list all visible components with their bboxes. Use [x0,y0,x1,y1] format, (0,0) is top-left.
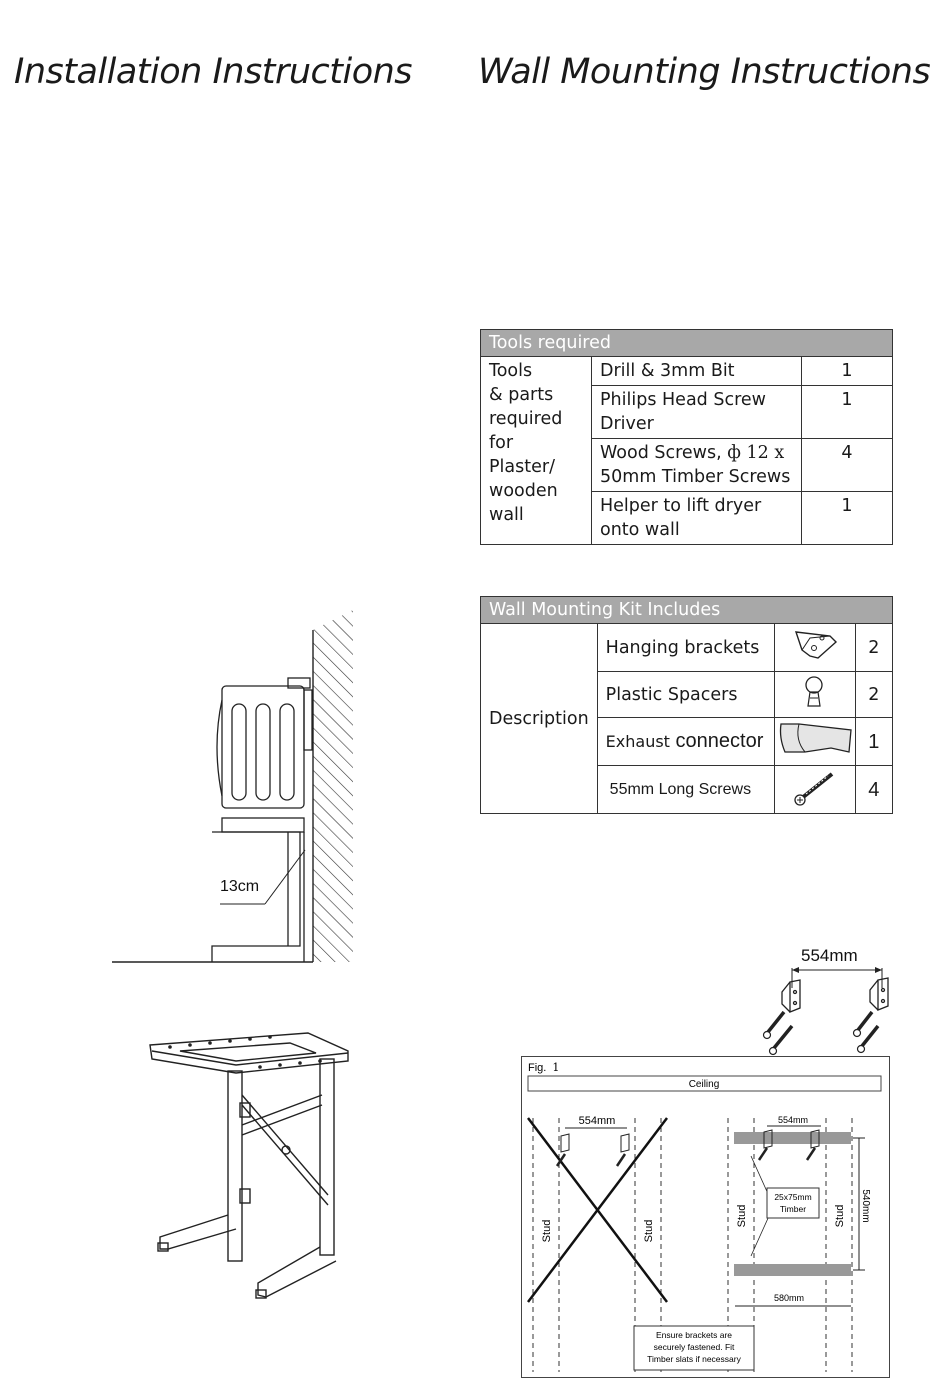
note-line: Ensure brackets are [656,1330,732,1340]
kit-table: Wall Mounting Kit Includes Description H… [480,596,894,814]
timber-label: 25x75mm [774,1192,811,1202]
bracket-icon [869,977,889,1011]
tools-table: Tools required Tools & parts required fo… [480,329,893,545]
stud-label: Stud [643,1220,655,1243]
height-label: 540mm [860,1189,871,1222]
dryer-icon [216,677,313,809]
kit-item: 55mm Long Screws [596,765,775,814]
bracket-spacing-label: 554mm [801,946,858,965]
tools-qty: 4 [801,438,893,492]
tools-item: Wood Screws, ф 12 x 50mm Timber Screws [591,438,802,492]
kit-item: Hanging brackets [596,623,775,672]
bracket-icon [773,623,856,672]
tools-table-header: Tools required [480,329,893,357]
kit-item-part: connector [675,730,764,752]
kit-item: Exhaust connector [596,717,775,766]
tools-item: Philips Head Screw Driver [591,385,802,439]
stud-label: Stud [834,1205,846,1228]
tools-item-part: Wood Screws, [600,443,728,463]
ceiling-label: Ceiling [689,1079,720,1090]
spacer-icon [773,671,856,718]
stand-frame-diagram [149,1032,349,1299]
tools-item: Helper to lift dryer onto wall [591,491,802,545]
tools-qty: 1 [801,356,893,386]
tools-qty: 1 [801,385,893,439]
tools-group-label: Tools & parts required for Plaster/ wood… [480,356,592,545]
side-view-diagram: 13cm [112,610,353,963]
timber-label: Timber [780,1204,806,1214]
kit-qty: 2 [854,671,894,718]
kit-item-part: Hanging [605,637,679,658]
bracket-spacing-diagram: 554mm [762,946,889,1056]
screw-icon [773,765,856,814]
kit-group-label: Description [480,623,598,814]
exhaust-connector-icon [773,717,856,766]
wall-mounting-heading: Wall Mounting Instructions [478,52,931,92]
kit-qty: 4 [854,765,894,814]
kit-item-part: brackets [684,637,760,658]
stud-label: Stud [736,1205,748,1228]
tools-item: Drill & 3mm Bit [591,356,802,386]
note-line: Timber slats if necessary [647,1354,741,1364]
wall-icon [312,610,353,962]
kit-qty: 1 [854,717,894,766]
note-line: securely fastened. Fit [654,1342,735,1352]
installation-heading: Installation Instructions [14,52,413,92]
bracket-icon [781,979,801,1013]
stud-label: Stud [541,1220,553,1243]
left-spacing-label: 554mm [579,1115,616,1127]
stand-icon [211,817,305,962]
clearance-label: 13cm [220,878,259,895]
tools-qty: 1 [801,491,893,545]
width-label: 580mm [774,1293,804,1303]
tools-item-part: 50mm Timber Screws [600,467,791,487]
fig-title: Fig.1 [528,1061,559,1074]
screw-icon [762,1010,880,1056]
right-spacing-label: 554mm [778,1115,808,1125]
kit-qty: 2 [854,623,894,672]
kit-item: Plastic Spacers [596,671,775,718]
fig1-diagram: Fig.1 Ceiling 554mm Stud Stud 554mm 25x7… [521,1056,890,1378]
diameter-symbol: ф 12 x [727,443,785,463]
kit-table-header: Wall Mounting Kit Includes [480,596,893,624]
kit-item-part: Exhaust [605,732,670,751]
